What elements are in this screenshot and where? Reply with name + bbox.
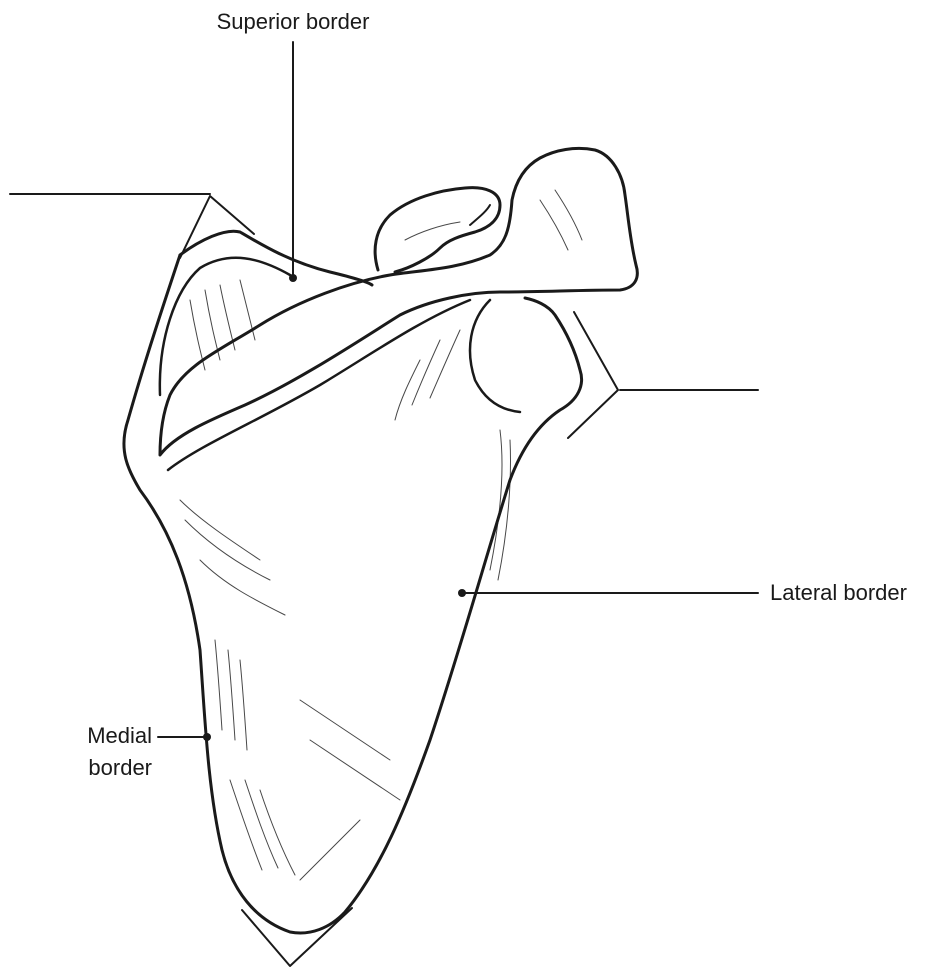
superior-border-label: Superior border <box>203 8 383 36</box>
lateral-angle-caret <box>568 312 618 438</box>
superior-border-dot <box>289 274 297 282</box>
medial-border-label-line2: border <box>40 754 152 782</box>
spine-lower-edge <box>168 300 470 470</box>
lateral-border-label: Lateral border <box>770 579 907 607</box>
glenoid-region <box>470 300 520 412</box>
inferior-angle-caret <box>242 908 352 966</box>
supraspinous-fossa-edge <box>160 258 290 395</box>
coracoid-detail <box>470 205 490 225</box>
medial-border-dot <box>203 733 211 741</box>
medial-border-label-line1: Medial <box>40 722 152 750</box>
lateral-border-dot <box>458 589 466 597</box>
hatching <box>180 190 582 880</box>
